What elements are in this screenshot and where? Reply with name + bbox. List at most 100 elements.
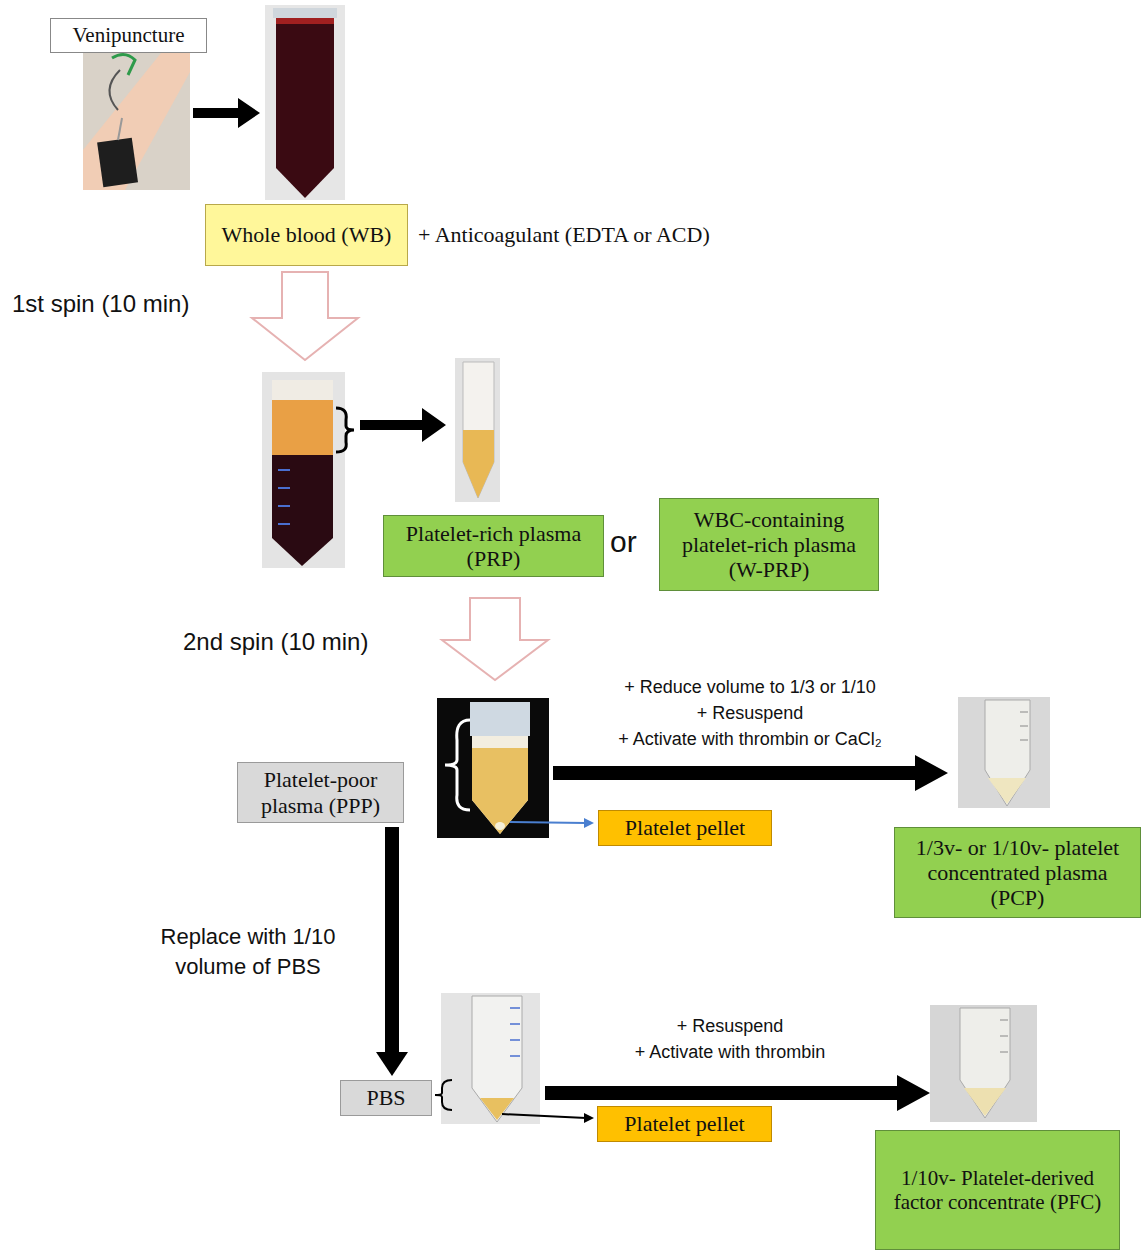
ppp-tube-photo-part <box>437 698 549 838</box>
centrifuged-tube-photo-part <box>272 400 333 455</box>
step-label: 1st spin (10 min) <box>12 290 272 319</box>
box-text: Platelet pellet <box>624 1111 744 1136</box>
ppp-tube-photo-part <box>495 822 505 830</box>
step-box: Venipuncture <box>50 18 207 53</box>
sample-box: Whole blood (WB) <box>205 204 408 266</box>
product-box: 1/3v- or 1/10v- platelet concentrated pl… <box>894 827 1141 918</box>
pbs-tube-photo-part <box>472 996 522 1122</box>
arrow-shaft <box>385 827 399 1056</box>
arrow <box>553 755 948 791</box>
pfc-tube-photo-part <box>1000 1052 1008 1053</box>
venipuncture-photo-part <box>112 54 135 75</box>
pcp-tube-photo-part <box>1020 726 1028 727</box>
box-text: 1/10v- Platelet-derived factor concentra… <box>884 1166 1111 1214</box>
pellet-box: Platelet pellet <box>597 1106 772 1142</box>
leader-arrow <box>510 818 594 828</box>
ppp-tube-photo-part <box>472 736 528 834</box>
pellet-box: Platelet pellet <box>598 810 772 846</box>
step-note: + Activate with thrombin <box>530 1042 930 1064</box>
box-text: Venipuncture <box>73 23 185 47</box>
step-note: + Resuspend <box>550 703 950 725</box>
ppp-tube-photo-part <box>470 702 530 736</box>
arrow-head <box>376 1052 408 1076</box>
box-text: PBS <box>366 1085 405 1110</box>
box-text: Platelet-poor plasma (PPP) <box>246 767 395 818</box>
step-label: Replace with 1/10 volume of PBS <box>128 922 368 981</box>
centrifuged-tube-photo-part <box>278 505 290 507</box>
pfc-tube-photo-part <box>1000 1036 1008 1037</box>
box-text: Whole blood (WB) <box>222 222 392 247</box>
note-text: + Anticoagulant (EDTA or ACD) <box>418 222 798 248</box>
arrow-part <box>553 755 948 791</box>
pfc-tube-photo-part <box>930 1005 1037 1122</box>
pcp-tube-photo-part <box>985 700 1030 806</box>
ppp-tube-photo <box>437 698 549 838</box>
spin-arrow-part <box>442 598 548 680</box>
pbs-tube-photo-part <box>510 1055 520 1057</box>
fraction-box: PBS <box>340 1080 432 1116</box>
bracket <box>435 1080 452 1110</box>
centrifuged-tube-photo-part <box>278 523 290 525</box>
pcp-tube-photo-part <box>988 778 1026 804</box>
step-note: + Resuspend <box>530 1016 930 1038</box>
whole-blood-tube-photo-part <box>276 18 334 198</box>
arrow-part <box>360 408 446 442</box>
centrifuged-tube-photo-part <box>278 487 290 489</box>
connector-word: or <box>610 524 650 560</box>
step-note: + Reduce volume to 1/3 or 1/10 <box>550 677 950 699</box>
leader-arrow-part <box>584 818 594 828</box>
product-box: WBC-containing platelet-rich plasma (W-P… <box>659 498 879 591</box>
step-note: + Activate with thrombin or CaCl₂ <box>550 729 950 751</box>
whole-blood-tube-photo <box>265 5 345 200</box>
venipuncture-photo-part <box>83 48 190 190</box>
venipuncture-photo <box>83 48 190 190</box>
arrow <box>360 408 446 442</box>
pbs-tube-photo-part <box>480 1098 514 1120</box>
prp-tube-photo-part <box>463 430 494 498</box>
pbs-tube-photo-part <box>510 1039 520 1041</box>
pcp-tube-photo-part <box>1020 712 1028 713</box>
leader-arrow <box>502 1113 594 1123</box>
spin-arrow <box>252 272 358 360</box>
pfc-tube-photo <box>930 1005 1037 1122</box>
pbs-tube-photo-part <box>441 993 540 1124</box>
spin-arrow <box>442 598 548 680</box>
centrifuged-tube-photo-part <box>272 380 333 566</box>
prp-tube-photo-part <box>463 362 494 498</box>
bracket <box>336 408 354 452</box>
venipuncture-photo-part <box>97 138 138 187</box>
step-label: 2nd spin (10 min) <box>183 628 433 657</box>
arrow <box>193 98 260 128</box>
pcp-tube-photo-part <box>1020 740 1028 741</box>
pfc-tube-photo-part <box>964 1088 1006 1116</box>
box-text: WBC-containing platelet-rich plasma (W-P… <box>668 507 870 583</box>
bracket-part <box>445 720 470 810</box>
flow-arrow <box>376 827 408 1076</box>
pbs-tube-photo-part <box>510 1023 520 1025</box>
prp-tube-photo <box>455 358 500 502</box>
pbs-tube-photo <box>441 993 540 1124</box>
product-box: Platelet-rich plasma (PRP) <box>383 515 604 577</box>
arrow-part <box>193 98 260 128</box>
box-text: Platelet pellet <box>625 815 745 840</box>
whole-blood-tube-photo-part <box>273 8 337 18</box>
whole-blood-tube-photo-part <box>276 18 334 24</box>
pcp-tube-photo-part <box>958 697 1050 808</box>
bracket <box>445 720 470 810</box>
box-text: Platelet-rich plasma (PRP) <box>392 521 595 572</box>
fraction-box: Platelet-poor plasma (PPP) <box>237 762 404 823</box>
pcp-tube-photo <box>958 697 1050 808</box>
pfc-tube-photo-part <box>960 1008 1010 1118</box>
venipuncture-photo-part <box>109 70 120 110</box>
prp-tube-photo-part <box>455 358 500 502</box>
product-box: 1/10v- Platelet-derived factor concentra… <box>875 1130 1120 1250</box>
ppp-tube-photo-part <box>472 748 528 834</box>
box-text: 1/3v- or 1/10v- platelet concentrated pl… <box>903 835 1132 911</box>
bracket-part <box>336 408 354 452</box>
pfc-tube-photo-part <box>1000 1020 1008 1021</box>
venipuncture-photo-part <box>118 118 122 140</box>
centrifuged-tube-photo <box>262 372 345 568</box>
